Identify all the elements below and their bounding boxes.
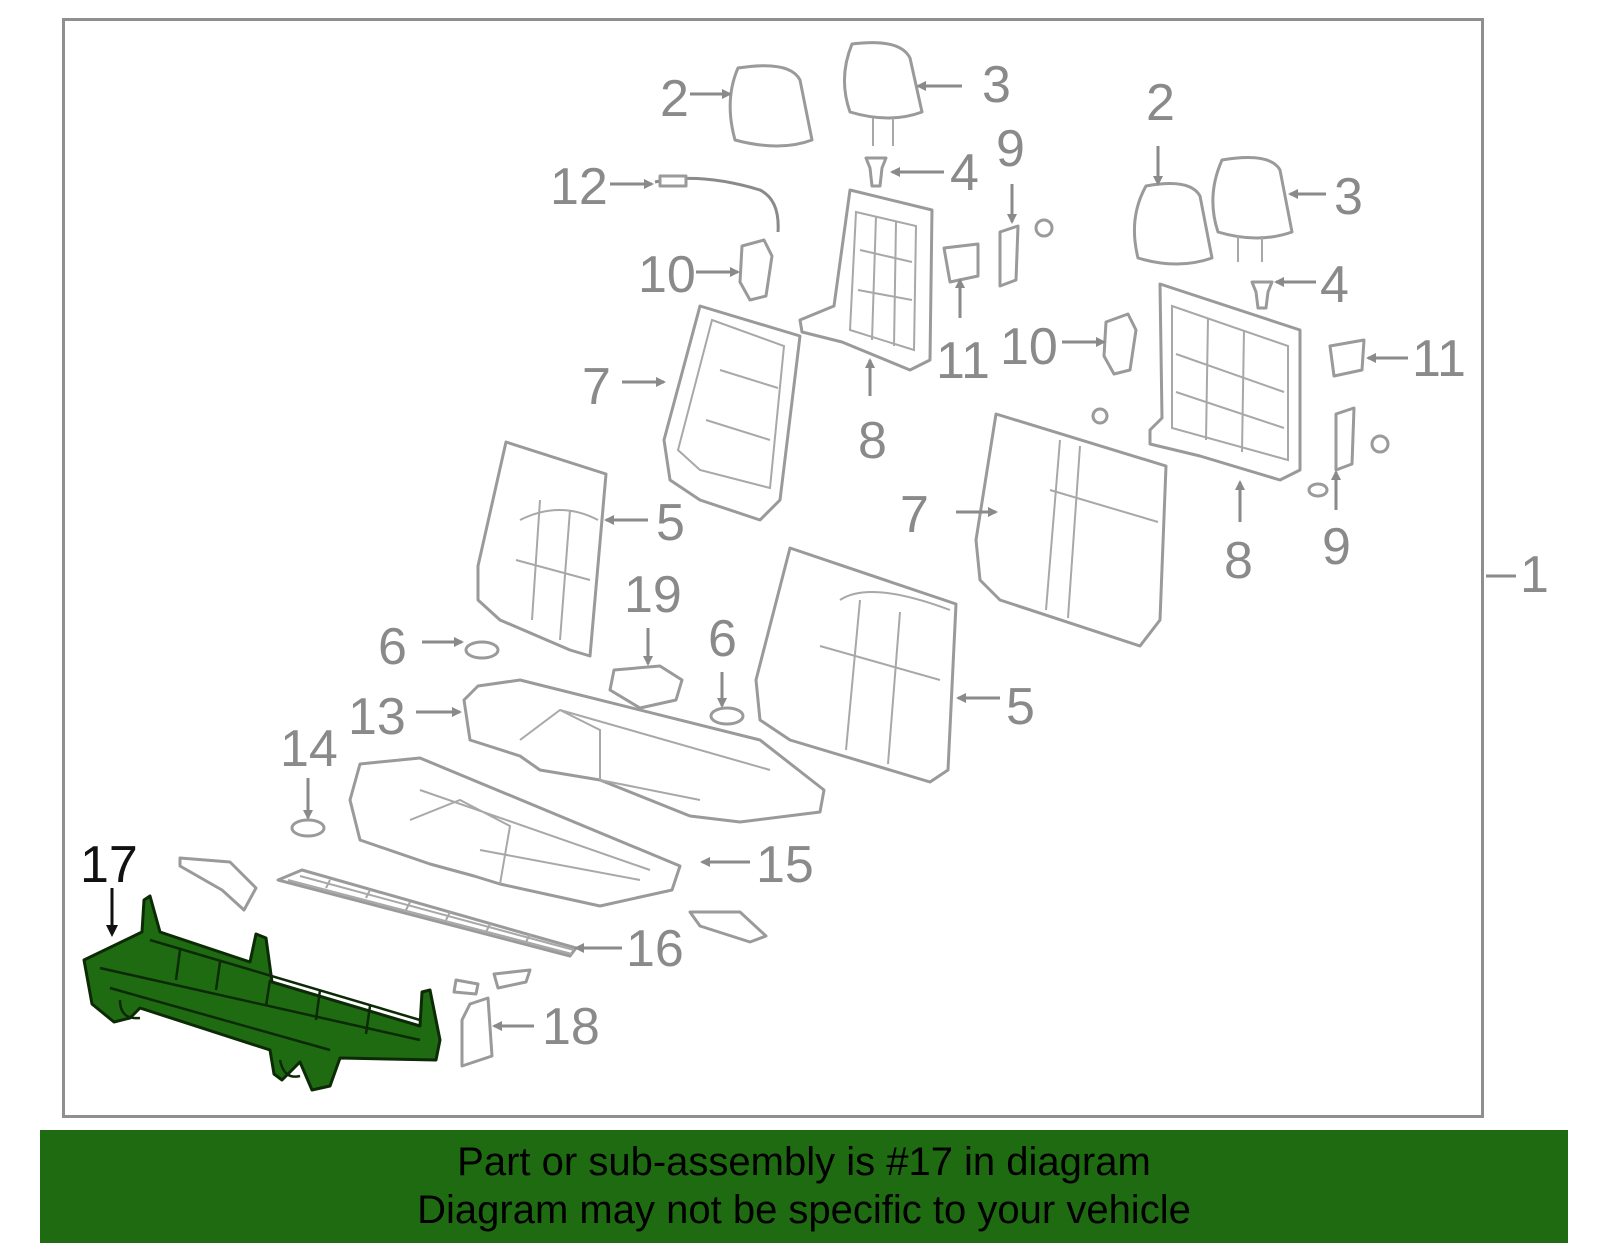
callout-11-left: 11	[936, 332, 990, 390]
callout-4-left: 4	[950, 144, 979, 202]
latch-bracket-left	[738, 238, 774, 302]
callout-16: 16	[626, 920, 684, 978]
cushion-cover	[462, 678, 826, 824]
back-pad-right	[974, 412, 1168, 648]
headrest-right-center	[1211, 156, 1294, 262]
callout-5-left: 5	[656, 494, 685, 552]
hinge-cover-left	[998, 218, 1054, 288]
clip-upper	[178, 856, 258, 912]
leader-lines	[106, 81, 1516, 1031]
callout-4-right: 4	[1320, 256, 1349, 314]
callout-18: 18	[542, 998, 600, 1056]
grommet-lower	[290, 818, 326, 838]
headrest-left-center	[842, 41, 924, 146]
diagram-frame	[62, 18, 1484, 1118]
callout-10-left: 10	[638, 246, 696, 304]
latch-bracket-right	[1102, 312, 1138, 376]
headrest-guide-left	[864, 156, 888, 188]
back-cover-right	[754, 546, 958, 784]
harness-wire	[654, 174, 780, 233]
callout-1: 1	[1520, 546, 1549, 604]
latch-cover-right	[1328, 338, 1366, 378]
banner-line-2: Diagram may not be specific to your vehi…	[417, 1188, 1191, 1232]
callout-6-right: 6	[708, 610, 737, 668]
callout-3-left: 3	[982, 56, 1011, 114]
back-frame-left	[798, 188, 934, 372]
callout-13: 13	[348, 688, 406, 746]
info-banner: Part or sub-assembly is #17 in diagram D…	[40, 1130, 1568, 1243]
cushion-pad	[348, 756, 682, 908]
callout-8-left: 8	[858, 412, 887, 470]
headrest-guide-right	[1250, 280, 1274, 310]
callout-6-left: 6	[378, 618, 407, 676]
callout-2-right: 2	[1146, 74, 1175, 132]
back-cover-left	[476, 440, 608, 658]
banner-line-1: Part or sub-assembly is #17 in diagram	[457, 1140, 1151, 1184]
storage-pad	[608, 664, 684, 710]
callout-17: 17	[80, 836, 138, 894]
trim-cover	[460, 996, 494, 1068]
callout-9-left: 9	[996, 120, 1025, 178]
back-pad-left	[662, 304, 802, 522]
hinge-cover-right	[1307, 406, 1390, 498]
fastener-clip	[452, 968, 532, 996]
headrest-right-outer	[1132, 182, 1214, 266]
callout-3-right: 3	[1334, 168, 1363, 226]
callout-7-left: 7	[582, 358, 611, 416]
callout-19: 19	[624, 566, 682, 624]
headrest-left-outer	[728, 64, 814, 148]
grommet-left	[464, 640, 500, 660]
callout-8-right: 8	[1224, 532, 1253, 590]
callout-10-right: 10	[1000, 318, 1058, 376]
callout-5-right: 5	[1006, 678, 1035, 736]
latch-cover-left	[942, 242, 980, 284]
callout-7-right: 7	[900, 486, 929, 544]
callout-15: 15	[756, 836, 814, 894]
callout-12: 12	[550, 158, 608, 216]
seat-frame-highlighted	[82, 894, 442, 1092]
callout-9-right: 9	[1322, 518, 1351, 576]
callout-14: 14	[280, 720, 338, 778]
callout-11-right: 11	[1412, 330, 1466, 388]
grommet-right	[709, 706, 745, 726]
clip-right	[688, 910, 768, 944]
back-frame-right	[1091, 282, 1302, 482]
callout-2-left: 2	[660, 70, 689, 128]
